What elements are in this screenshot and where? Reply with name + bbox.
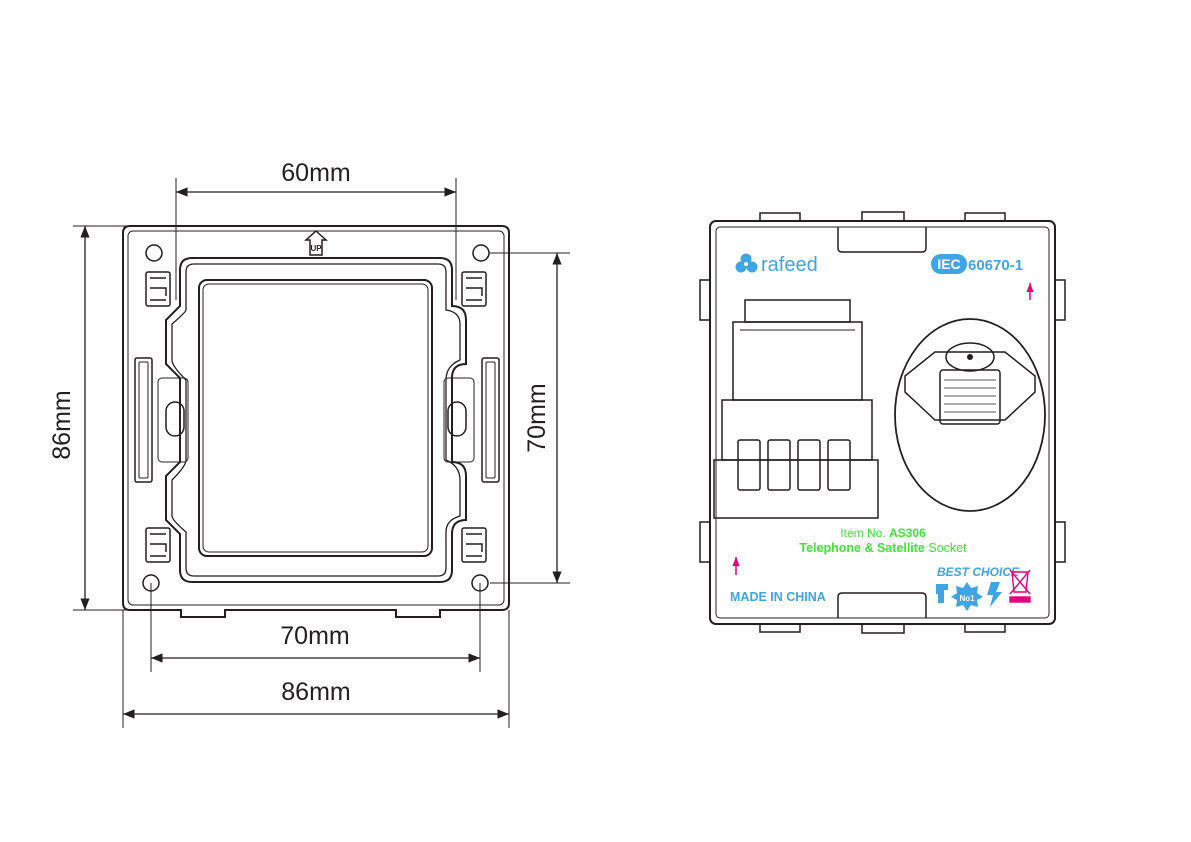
product-name-line: Telephone & Satellite Socket (799, 541, 967, 555)
side-slot-left-inner (138, 361, 149, 479)
telephone-terminal-3 (797, 439, 821, 491)
logo-petal-icon (740, 253, 752, 265)
module-body-inner-edge (715, 226, 1050, 619)
frame-clip-bottom-left (145, 527, 171, 563)
oval-slot-right (447, 401, 467, 437)
best-choice-label: BEST CHOICE (937, 565, 1020, 579)
side-slot-right-inner (485, 361, 496, 479)
satellite-threads (944, 379, 996, 413)
module-side-clip-right-top (1055, 279, 1066, 321)
frame-clip-bottom-right (461, 527, 487, 563)
no1-label: No1 (959, 594, 975, 603)
item-number: AS306 (889, 526, 926, 540)
satellite-connector (894, 318, 1046, 512)
satellite-connector-tip (945, 342, 995, 372)
satellite-thread-body (939, 369, 1001, 425)
module-bottom-clip-right (964, 624, 1006, 633)
mounting-frame: UP (122, 225, 510, 618)
item-prefix: Item No. (840, 526, 885, 540)
lightning-icon (987, 582, 1002, 607)
logo-petal-icon-3 (746, 261, 758, 273)
up-arrow-icon: UP (304, 229, 328, 256)
screw-boss-left (157, 377, 189, 463)
up-label: UP (310, 244, 322, 253)
telephone-terminal-1 (737, 439, 761, 491)
frame-clip-top-right (461, 271, 487, 307)
module-top-tab (837, 227, 927, 253)
side-slot-left (134, 357, 153, 483)
iec-number: 60670-1 (968, 257, 1023, 274)
module-top-clip-left (759, 212, 801, 221)
logo-petal-icon-2 (735, 261, 747, 273)
mounting-hole-top-left (145, 244, 163, 262)
brand-name: rafeed (761, 254, 818, 276)
module-top-clip-center (861, 211, 905, 221)
module-side-clip-left-bottom (699, 521, 710, 563)
telephone-terminal-2 (767, 439, 791, 491)
side-slot-right (481, 357, 500, 483)
dim-bottom-outer-label: 86mm (281, 678, 350, 706)
satellite-oval-housing (894, 318, 1046, 512)
telephone-terminal-4 (827, 439, 851, 491)
frame-opening-inner-edge (171, 263, 461, 577)
product-name-plain: Socket (928, 541, 967, 555)
check-badge-icon (936, 584, 948, 603)
iec-prefix: IEC (937, 256, 960, 272)
mounting-hole-top-right (472, 244, 490, 262)
dim-left-height-label: 86mm (48, 390, 76, 459)
dim-bottom-inner-label: 70mm (280, 622, 349, 650)
certification-marks: BEST CHOICE No1 (936, 565, 1031, 611)
frame-dimensions: 60mm 86mm 70mm 70mm 86mm (48, 159, 570, 728)
oval-slot-left (165, 401, 185, 437)
module-bottom-clip-center (861, 624, 905, 634)
frame-central-window-inner (202, 283, 429, 553)
module-bottom-clip-left (759, 624, 801, 633)
weee-bin-icon (1009, 569, 1031, 603)
dim-top-width-label: 60mm (281, 159, 350, 187)
frame-plate-outline (122, 225, 510, 618)
screw-boss-right (443, 377, 475, 463)
module-top-clip-right (964, 212, 1006, 221)
item-number-line: Item No. AS306 (840, 526, 926, 540)
frame-opening-outline (165, 257, 467, 583)
product-name-bold: Telephone & Satellite (799, 541, 925, 555)
frame-clip-top-left (145, 271, 171, 307)
satellite-hex-nut (904, 351, 1036, 421)
satellite-center-pin (967, 354, 973, 360)
iec-pill (931, 254, 967, 274)
module-body-outline (709, 220, 1056, 625)
iec-badge: IEC 60670-1 (931, 254, 1023, 274)
socket-module: rafeed IEC 60670-1 Item No. AS306 Teleph… (699, 211, 1066, 634)
logo-center-dot (744, 262, 748, 266)
made-in-label: MADE IN CHINA (730, 590, 826, 604)
no1-badge-icon (951, 582, 983, 611)
module-side-clip-left-top (699, 279, 710, 321)
telephone-connector (713, 299, 879, 519)
frame-central-window (198, 279, 433, 557)
module-bottom-tab (837, 592, 927, 618)
dim-right-height-label: 70mm (523, 383, 551, 452)
module-side-clip-right-bottom (1055, 521, 1066, 563)
rafeed-logo: rafeed (735, 253, 818, 276)
